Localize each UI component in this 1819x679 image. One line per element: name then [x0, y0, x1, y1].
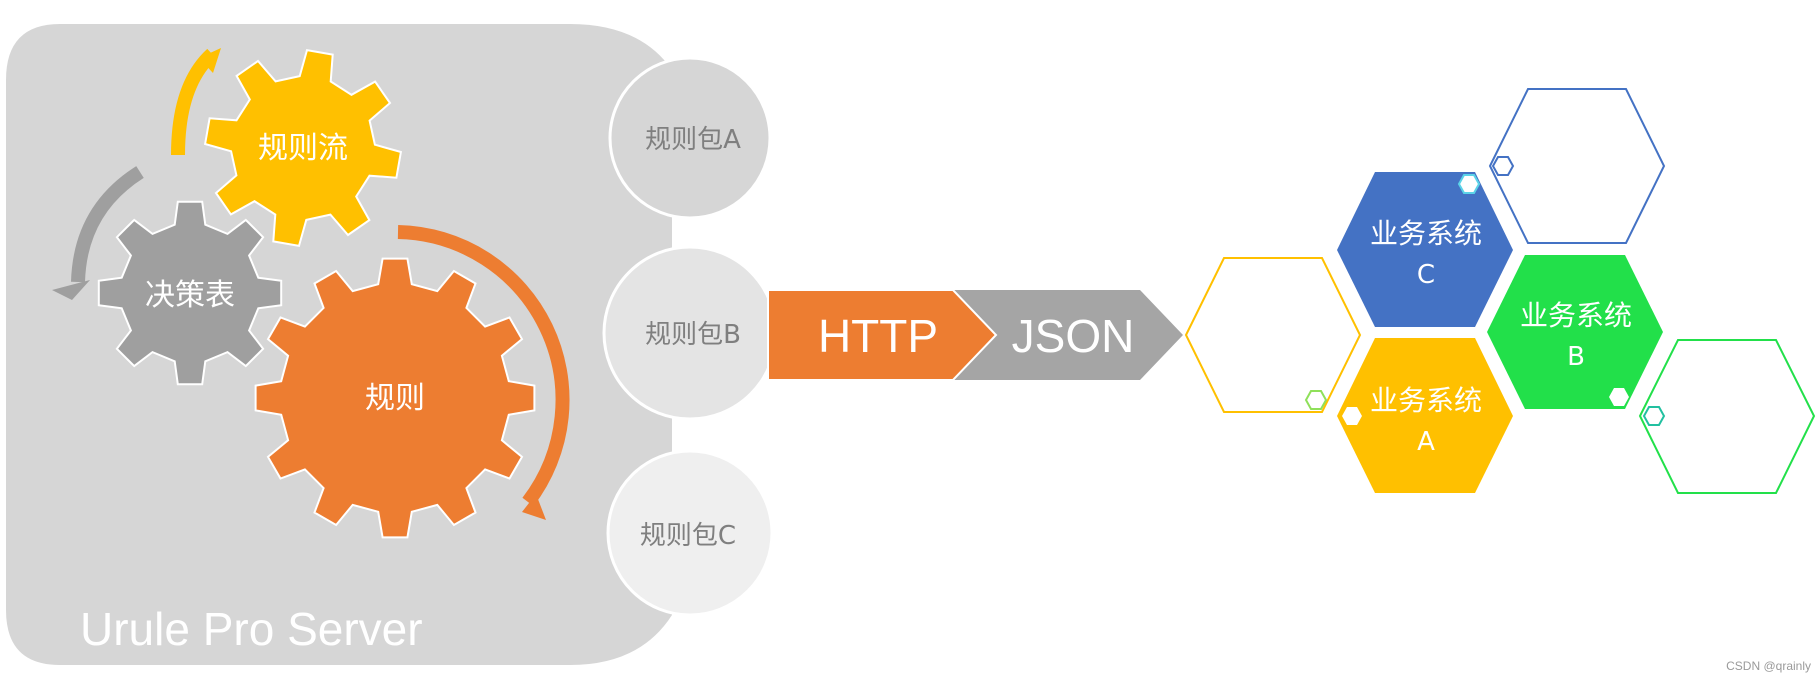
mini-hex-white-b [1609, 388, 1629, 406]
mini-hex-green-outline [1304, 390, 1328, 410]
hex-outline-green [1638, 339, 1816, 494]
gray-curved-arrow [71, 166, 144, 283]
json-arrow [953, 290, 1183, 380]
hex-system-a [1337, 338, 1513, 493]
package-a-label: 规则包A [645, 125, 741, 155]
gear-rule-flow [203, 48, 403, 248]
orange-arrowhead [522, 494, 546, 520]
yellow-arrowhead [199, 48, 221, 73]
mini-hex-white-a [1342, 407, 1362, 425]
hex-outline-blue [1488, 88, 1666, 244]
system-a-letter: A [1417, 427, 1435, 457]
hex-outline-yellow [1184, 257, 1362, 413]
gear-rule-label: 规则 [365, 381, 425, 416]
system-c-letter: C [1417, 260, 1435, 290]
package-c-label: 规则包C [640, 521, 736, 551]
gear-decision-table [97, 200, 283, 386]
system-b-letter: B [1567, 342, 1585, 372]
gear-rule [254, 257, 536, 539]
hex-system-c [1337, 172, 1513, 327]
package-a-circle [608, 56, 772, 220]
package-b-label: 规则包B [645, 320, 741, 350]
gear-decision-table-label: 决策表 [145, 278, 235, 313]
watermark: CSDN @qrainly [1726, 659, 1811, 673]
mini-hex-cyan [1457, 174, 1481, 194]
gear-rule-flow-label: 规则流 [258, 131, 348, 166]
mini-hex-blue [1491, 156, 1515, 176]
system-b-name: 业务系统 [1520, 299, 1632, 332]
package-c-circle [606, 449, 774, 617]
gray-arrowhead [52, 280, 90, 300]
mini-hex-green-right [1642, 406, 1666, 426]
system-a-name: 业务系统 [1370, 384, 1482, 417]
json-label: JSON [1012, 310, 1135, 362]
orange-curved-arrow [397, 225, 570, 507]
http-label: HTTP [818, 310, 938, 362]
server-label: Urule Pro Server [80, 603, 423, 655]
system-c-name: 业务系统 [1370, 217, 1482, 250]
hex-system-b [1487, 255, 1663, 409]
http-arrow [767, 289, 998, 381]
